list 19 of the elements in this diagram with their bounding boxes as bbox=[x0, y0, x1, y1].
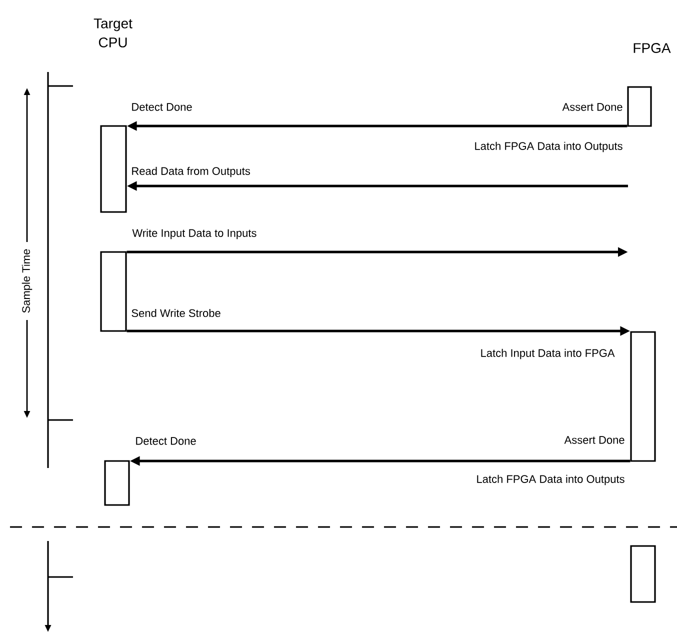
activation-box bbox=[100, 251, 127, 332]
column-header: FPGA bbox=[634, 43, 671, 53]
step-label: Detect Done bbox=[136, 437, 196, 445]
edge-label: Read Data from Outputs bbox=[132, 166, 250, 178]
edge-label: Latch FPGA Data into Outputs bbox=[477, 474, 624, 486]
step-label: Latch Input Data into FPGA bbox=[481, 348, 615, 360]
edge-label: Send Write Strobe bbox=[132, 308, 220, 318]
activation-box bbox=[104, 460, 130, 506]
step-label: Assert Done bbox=[564, 436, 624, 444]
activation-box bbox=[630, 545, 656, 603]
step-label: Assert Done bbox=[562, 103, 622, 111]
column-header: Target CPU bbox=[94, 18, 132, 48]
step-label: Detect Done bbox=[132, 103, 192, 111]
edge-label: Write Input Data to Inputs bbox=[132, 228, 256, 240]
edge-label: Latch FPGA Data into Outputs bbox=[475, 142, 622, 152]
dimension-label: Sample Time bbox=[22, 249, 32, 313]
activation-box bbox=[627, 86, 652, 127]
activation-box bbox=[630, 331, 656, 462]
activation-box bbox=[100, 125, 127, 213]
